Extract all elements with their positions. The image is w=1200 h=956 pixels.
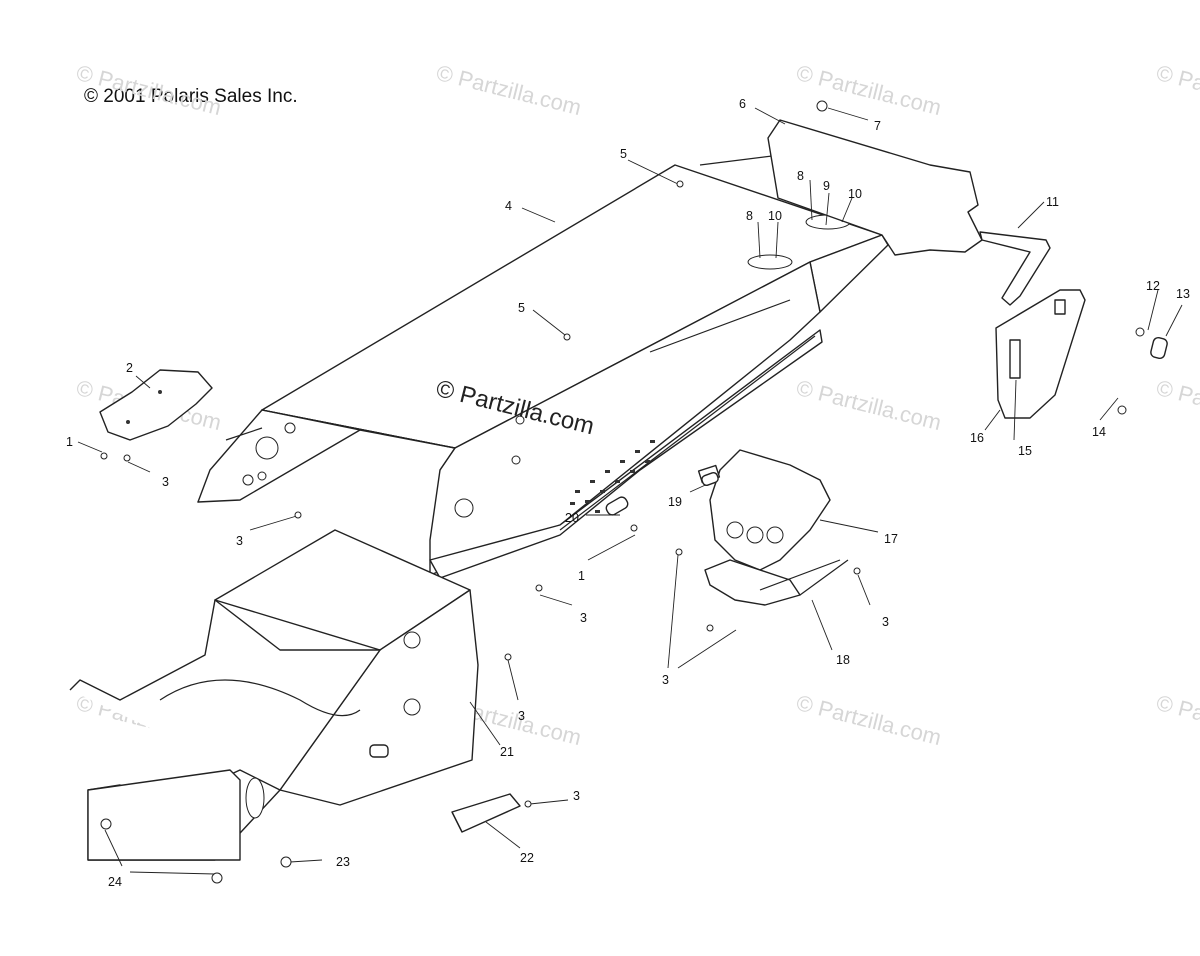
callout-14: 14 <box>1092 425 1106 439</box>
callout-11: 11 <box>1046 195 1059 209</box>
bolt-icon <box>100 818 112 830</box>
leader-lines <box>77 107 1183 875</box>
tunnel-assembly <box>197 154 889 579</box>
bolt-icon <box>816 100 828 112</box>
rivet-icon <box>630 524 638 532</box>
callout-3: 3 <box>518 709 525 723</box>
callout-8: 8 <box>797 169 804 183</box>
bolt-icon <box>1117 405 1127 415</box>
fasteners <box>100 100 1168 884</box>
bushing-icon <box>605 496 629 516</box>
callout-1: 1 <box>578 569 585 583</box>
callout-3: 3 <box>236 534 243 548</box>
side-plate-16 <box>995 289 1086 419</box>
callout-15: 15 <box>1018 444 1032 458</box>
rivet-icon <box>535 584 543 592</box>
bracket-2 <box>99 369 213 441</box>
callout-16: 16 <box>970 431 984 445</box>
rivet-icon <box>853 567 861 575</box>
end-cap-icon <box>1150 336 1168 360</box>
rivet-icon <box>100 452 108 460</box>
callout-18: 18 <box>836 653 850 667</box>
callout-22: 22 <box>520 851 534 865</box>
rivet-icon <box>676 180 684 188</box>
callout-1: 1 <box>66 435 73 449</box>
callout-21: 21 <box>500 745 514 759</box>
callout-19: 19 <box>668 495 682 509</box>
bolt-icon <box>1135 327 1145 337</box>
rivet-icon <box>504 653 512 661</box>
callout-12: 12 <box>1146 279 1160 293</box>
callout-20: 20 <box>565 511 579 525</box>
cross-bracket-17 <box>697 449 831 571</box>
callout-9: 9 <box>823 179 830 193</box>
rivet-icon <box>706 624 714 632</box>
callout-13: 13 <box>1176 287 1190 301</box>
rivet-icon <box>294 511 302 519</box>
bolt-icon <box>211 872 223 884</box>
callout-3: 3 <box>162 475 169 489</box>
rivet-icon <box>675 548 683 556</box>
rear-bracket-11 <box>979 231 1051 306</box>
rivet-icon <box>524 800 532 808</box>
bar-18 <box>704 559 849 606</box>
rivet-icon <box>123 454 131 462</box>
callout-10: 10 <box>848 187 862 201</box>
callout-3: 3 <box>580 611 587 625</box>
callout-labels: 6 7 5 4 5 8 9 10 8 10 11 12 13 14 15 16 … <box>66 97 1190 889</box>
callout-24: 24 <box>108 875 122 889</box>
callout-5: 5 <box>518 301 525 315</box>
callout-23: 23 <box>336 855 350 869</box>
callout-3: 3 <box>573 789 580 803</box>
perforation-pattern <box>570 440 655 513</box>
callout-6: 6 <box>739 97 746 111</box>
callout-5: 5 <box>620 147 627 161</box>
callout-2: 2 <box>126 361 133 375</box>
callout-7: 7 <box>874 119 881 133</box>
rivet-icon <box>563 333 571 341</box>
front-bulkhead-21 <box>69 529 479 861</box>
callout-17: 17 <box>884 532 898 546</box>
angle-bracket-22 <box>451 793 521 833</box>
copyright-text: © 2001 Polaris Sales Inc. <box>84 86 298 107</box>
callout-10: 10 <box>768 209 782 223</box>
callout-4: 4 <box>505 199 512 213</box>
bushing-icon <box>701 471 719 487</box>
bolt-icon <box>280 856 292 868</box>
callout-8: 8 <box>746 209 753 223</box>
callout-3: 3 <box>882 615 889 629</box>
callout-3: 3 <box>662 673 669 687</box>
